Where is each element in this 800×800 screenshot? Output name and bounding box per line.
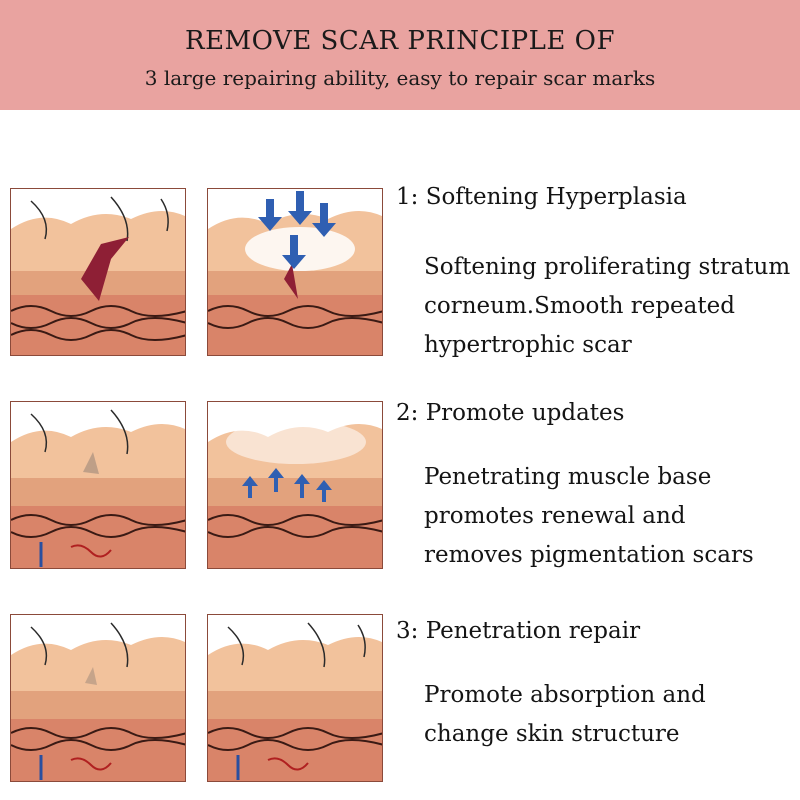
- header-banner: REMOVE SCAR PRINCIPLE OF 3 large repairi…: [0, 0, 800, 110]
- skin-illustration-arrows-up: [207, 401, 383, 569]
- skin-illustration-healed: [207, 614, 383, 782]
- step-2-line-3: removes pigmentation scars: [424, 542, 754, 568]
- step-2-line-2: promotes renewal and: [424, 503, 686, 529]
- step-3-line-1: Promote absorption and: [424, 682, 706, 708]
- step-3-title: 3: Penetration repair: [396, 618, 641, 644]
- step-1-line-1: Softening proliferating stratum: [424, 254, 791, 280]
- step-3-description: Promote absorption and change skin struc…: [424, 676, 706, 754]
- step-1-line-3: hypertrophic scar: [424, 332, 632, 358]
- skin-illustration-scar-faint: [10, 401, 186, 569]
- step-1-description: Softening proliferating stratum corneum.…: [424, 248, 790, 365]
- skin-illustration-arrows-down: [207, 188, 383, 356]
- page-subtitle: 3 large repairing ability, easy to repai…: [144, 66, 656, 90]
- skin-illustration-scar-faint-2: [10, 614, 186, 782]
- step-2-description: Penetrating muscle base promotes renewal…: [424, 458, 754, 575]
- step-2-title: 2: Promote updates: [396, 400, 625, 426]
- step-3-line-2: change skin structure: [424, 721, 680, 747]
- step-1-title: 1: Softening Hyperplasia: [396, 184, 687, 210]
- step-1-line-2: corneum.Smooth repeated: [424, 293, 735, 319]
- page-title: REMOVE SCAR PRINCIPLE OF: [185, 26, 615, 56]
- step-2-line-1: Penetrating muscle base: [424, 464, 712, 490]
- skin-illustration-scar-deep: [10, 188, 186, 356]
